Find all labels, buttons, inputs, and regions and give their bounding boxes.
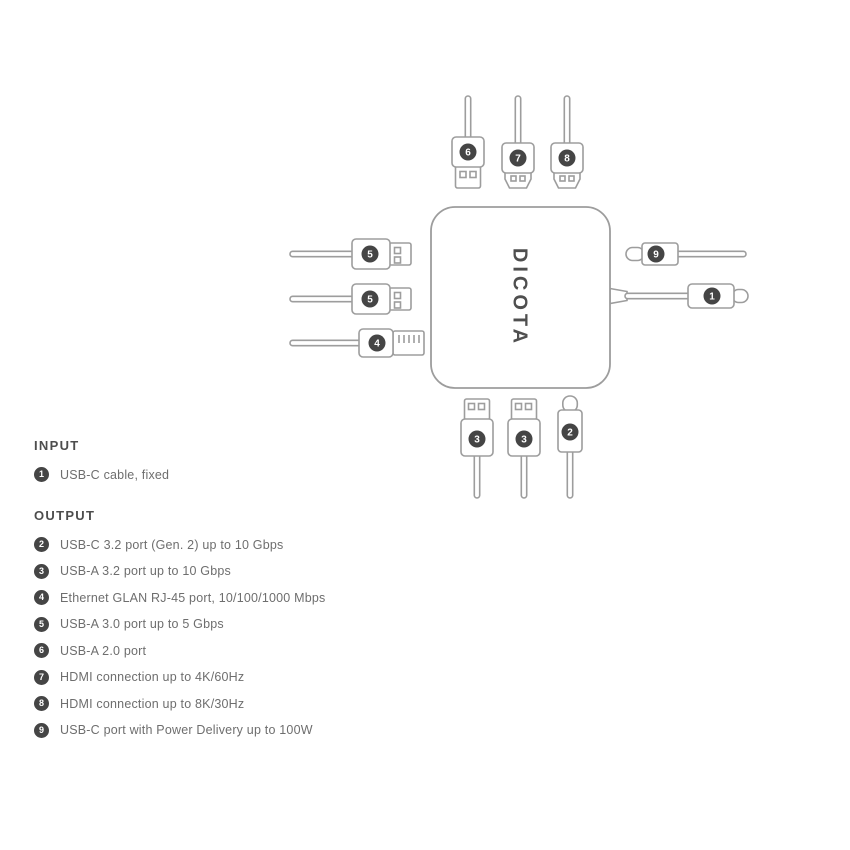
- badge-number-text: 7: [515, 154, 521, 165]
- cable-line: [289, 339, 363, 347]
- connector-5-usb-a-3-lower: 5: [289, 283, 412, 315]
- legend-item-output-2: 2 USB-C 3.2 port (Gen. 2) up to 10 Gbps: [34, 537, 326, 552]
- badge-number-text: 3: [521, 435, 527, 446]
- usb-pin: [393, 291, 402, 300]
- legend-item-input-1: 1 USB-C cable, fixed: [34, 467, 326, 482]
- legend-label-1: USB-C cable, fixed: [60, 467, 170, 482]
- cable-line: [520, 451, 528, 499]
- legend-label-6: USB-A 2.0 port: [60, 643, 147, 658]
- number-badge: [361, 245, 379, 263]
- connector-5-usb-a-3-upper: 5: [289, 238, 412, 270]
- legend-item-output-9: 9 USB-C port with Power Delivery up to 1…: [34, 722, 326, 738]
- cable-line: [514, 95, 522, 149]
- cable-line: [473, 451, 481, 499]
- legend-label-9: USB-C port with Power Delivery up to 100…: [60, 723, 313, 737]
- input-section-title: INPUT: [34, 438, 80, 453]
- legend-item-output-3: 3 USB-A 3.2 port up to 10 Gbps: [34, 563, 326, 579]
- usb-pin: [393, 301, 402, 309]
- badge-number-text: 9: [653, 250, 659, 261]
- legend-badge-1: 1: [34, 467, 49, 482]
- usb-pin: [393, 256, 402, 264]
- legend-badge-5: 5: [34, 616, 49, 632]
- rj45-pins: [398, 335, 420, 343]
- connector-3-usb-a-32-left: 3: [460, 398, 494, 499]
- cable-line: [289, 250, 357, 258]
- legend-badge-9: 9: [34, 722, 49, 738]
- legend-badge-7: 7: [34, 669, 49, 685]
- brand-logo: DICOTA: [509, 248, 531, 347]
- connector-4-ethernet-rj45: 4: [289, 328, 425, 358]
- hdmi-pin: [519, 175, 526, 182]
- number-badge: [703, 287, 721, 305]
- cable-line: [566, 448, 574, 499]
- usb-pin: [514, 402, 523, 411]
- number-badge: [561, 423, 579, 441]
- cable-line: [624, 292, 692, 300]
- legend-badge-8: 8: [34, 696, 49, 711]
- hub-body: [430, 206, 611, 389]
- legend-item-output-4: 4 Ethernet GLAN RJ-45 port, 10/100/1000 …: [34, 590, 326, 605]
- legend-item-output-8: 8 HDMI connection up to 8K/30Hz: [34, 696, 326, 711]
- badge-number-text: 5: [367, 295, 373, 306]
- usb-pin: [477, 402, 486, 411]
- badge-number-text: 5: [367, 250, 373, 261]
- connector-8-hdmi-8k: 8: [550, 95, 584, 189]
- number-badge: [647, 245, 665, 263]
- connector-7-hdmi-4k: 7: [501, 95, 535, 189]
- connector-tip: [504, 171, 532, 189]
- legend-item-output-6: 6 USB-A 2.0 port: [34, 643, 326, 658]
- number-badge: [459, 143, 477, 161]
- cable-line: [675, 250, 747, 258]
- legend-badge-4: 4: [34, 590, 49, 605]
- usb-pin: [459, 170, 467, 179]
- connector-tip: [553, 171, 581, 189]
- badge-number-text: 8: [564, 154, 570, 165]
- legend: INPUT 1 USB-C cable, fixed OUTPUT 2 USB-…: [34, 438, 326, 749]
- legend-label-4: Ethernet GLAN RJ-45 port, 10/100/1000 Mb…: [60, 590, 326, 605]
- connector-1-usb-c-fixed: 1: [609, 283, 749, 309]
- cable-line: [563, 95, 571, 149]
- number-badge: [361, 290, 379, 308]
- cable-line: [289, 295, 357, 303]
- number-badge: [515, 430, 533, 448]
- hdmi-pin: [559, 175, 566, 182]
- legend-label-2: USB-C 3.2 port (Gen. 2) up to 10 Gbps: [60, 537, 284, 552]
- connector-9-usb-c-pd: 9: [625, 242, 747, 266]
- usb-pin: [469, 170, 477, 179]
- connector-3-usb-a-32-right: 3: [507, 398, 541, 499]
- legend-label-8: HDMI connection up to 8K/30Hz: [60, 696, 245, 711]
- number-badge: [368, 334, 386, 352]
- connector-2-usb-c-32: 2: [557, 395, 583, 499]
- legend-item-output-5: 5 USB-A 3.0 port up to 5 Gbps: [34, 616, 326, 632]
- usb-pin: [467, 402, 476, 411]
- connector-6-usb-a-2: 6: [451, 95, 485, 189]
- badge-number-text: 6: [465, 148, 471, 159]
- usb-pin: [524, 402, 533, 411]
- legend-label-7: HDMI connection up to 4K/60Hz: [60, 670, 245, 684]
- legend-item-output-7: 7 HDMI connection up to 4K/60Hz: [34, 669, 326, 685]
- legend-label-5: USB-A 3.0 port up to 5 Gbps: [60, 617, 224, 631]
- number-badge: [509, 149, 527, 167]
- badge-number-text: 2: [567, 428, 573, 439]
- badge-number-text: 1: [709, 292, 715, 303]
- number-badge: [558, 149, 576, 167]
- badge-number-text: 3: [474, 435, 480, 446]
- number-badge: [468, 430, 486, 448]
- output-section-title: OUTPUT: [34, 508, 96, 523]
- legend-badge-3: 3: [34, 563, 49, 579]
- legend-label-3: USB-A 3.2 port up to 10 Gbps: [60, 564, 231, 578]
- hdmi-pin: [568, 175, 575, 182]
- hdmi-pin: [510, 175, 517, 182]
- legend-badge-2: 2: [34, 537, 49, 552]
- usb-pin: [393, 246, 402, 255]
- legend-badge-6: 6: [34, 643, 49, 658]
- badge-number-text: 4: [374, 339, 380, 350]
